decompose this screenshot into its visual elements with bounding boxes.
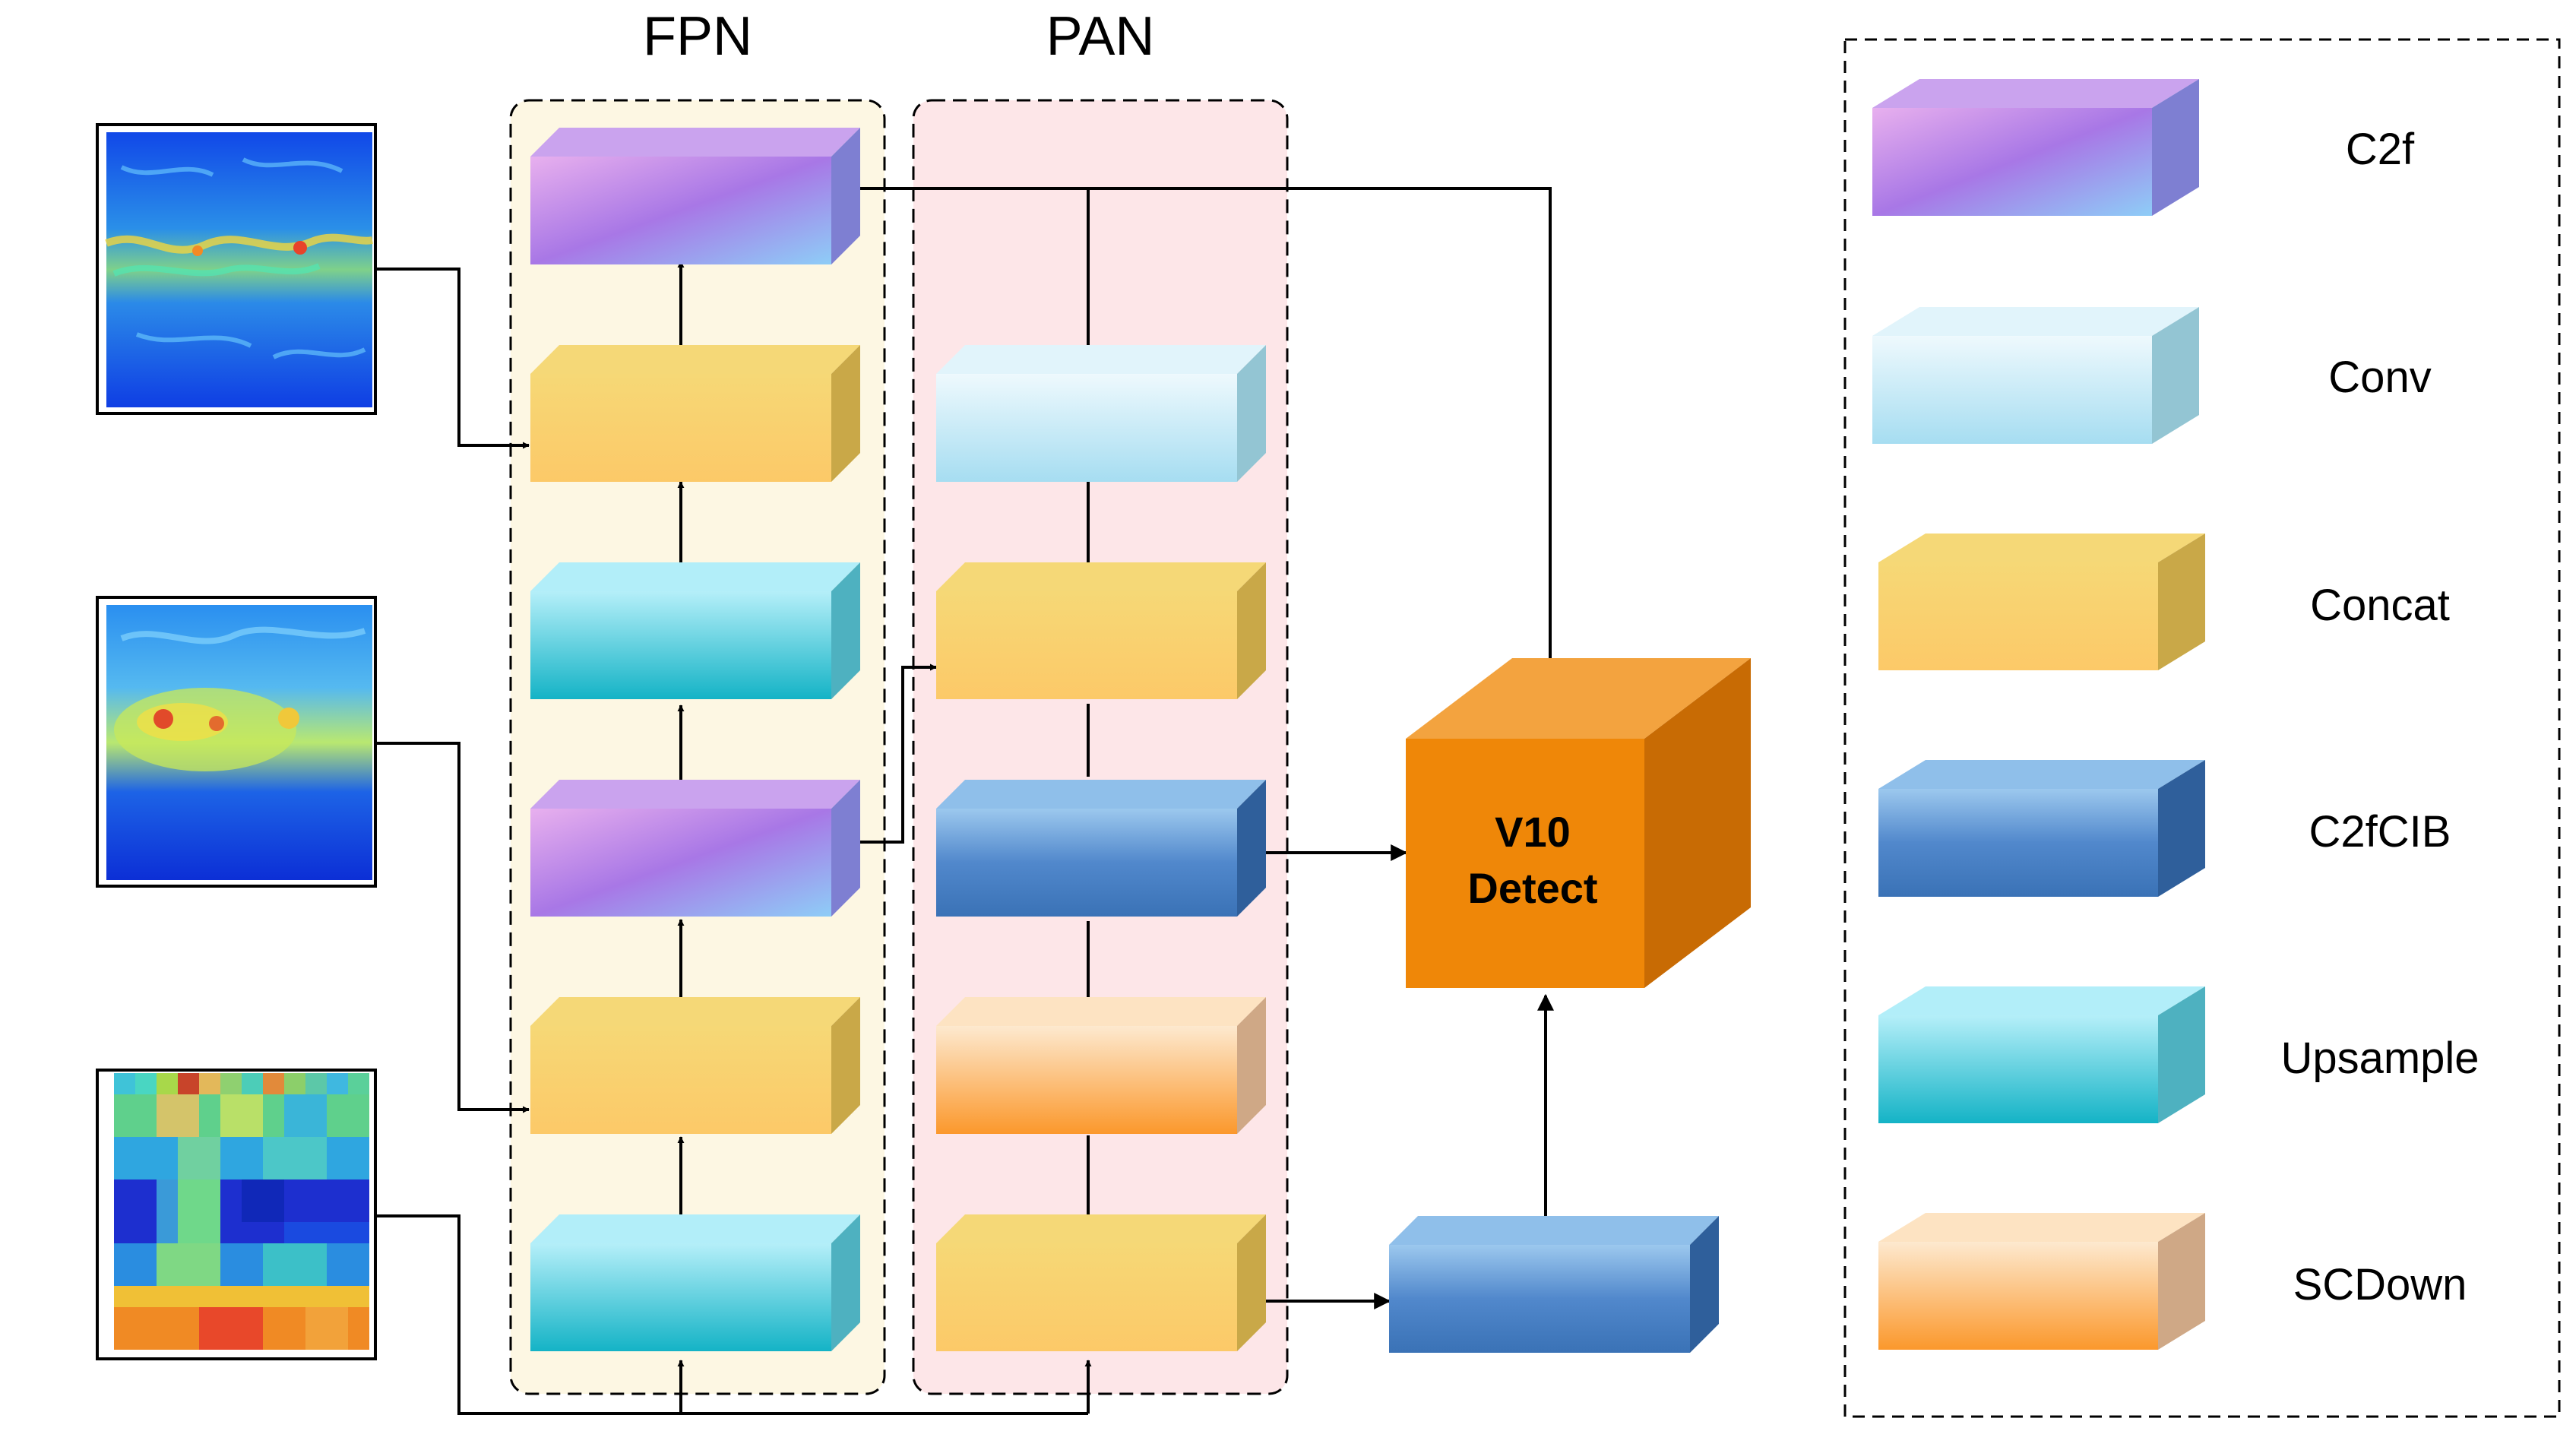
feature-map-small <box>96 1069 377 1360</box>
fpn-c2f-block-mid <box>530 780 860 917</box>
detect-label-line1: V10 <box>1495 808 1571 856</box>
legend-label-c2fcib: C2fCIB <box>2309 807 2451 856</box>
pan-c2fcib-block <box>936 780 1266 917</box>
pan-title: PAN <box>1046 6 1155 67</box>
pan-conv-block <box>936 345 1266 482</box>
legend-item-c2fcib <box>1878 760 2205 897</box>
legend-item-upsample <box>1878 986 2205 1123</box>
pan-panel <box>912 99 1289 1395</box>
legend-label-upsample: Upsample <box>2280 1034 2479 1083</box>
legend-label-scdown: SCDown <box>2293 1260 2467 1309</box>
legend-label-concat: Concat <box>2310 581 2450 630</box>
legend-label-conv: Conv <box>2328 353 2431 402</box>
fpn-panel <box>509 99 886 1395</box>
legend-item-c2f <box>1872 79 2199 216</box>
legend-panel <box>1843 38 2561 1418</box>
fpn-upsample-block-top <box>530 562 860 699</box>
feature-map-large <box>96 123 377 415</box>
pan-concat-block-bottom <box>936 1214 1266 1351</box>
legend-item-concat <box>1878 534 2205 670</box>
fpn-concat-block-bottom <box>530 997 860 1134</box>
v10-detect-block: V10 Detect <box>1406 658 1751 988</box>
legend-label-c2f: C2f <box>2346 125 2415 174</box>
detect-label-line2: Detect <box>1467 864 1597 912</box>
extra-c2fcib-block <box>1389 1216 1719 1353</box>
fpn-upsample-block-bottom <box>530 1214 860 1351</box>
legend-item-scdown <box>1878 1213 2205 1350</box>
fpn-concat-block-top <box>530 345 860 482</box>
fpn-title: FPN <box>643 6 752 67</box>
legend-item-conv <box>1872 307 2199 444</box>
connectors <box>375 187 1559 1415</box>
fpn-c2f-block-top <box>530 128 860 264</box>
pan-concat-block-top <box>936 562 1266 699</box>
feature-map-medium <box>96 596 377 888</box>
pan-scdown-block <box>936 997 1266 1134</box>
